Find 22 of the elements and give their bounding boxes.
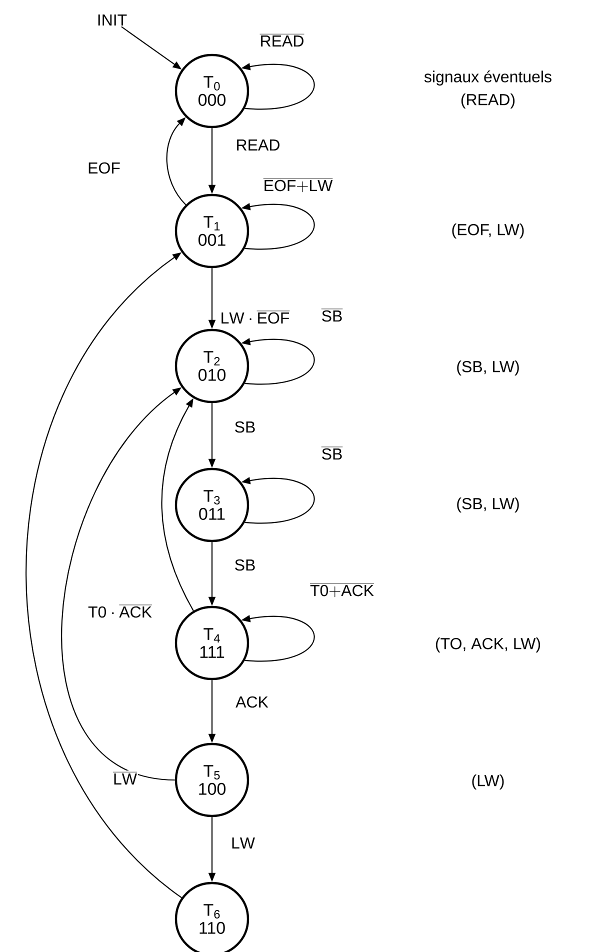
start-label: INIT (98, 14, 127, 26)
signal-list: (LW) (472, 774, 504, 790)
edge-label: $\mathrm{SB}$ (233, 558, 257, 572)
edge-label: $\mathrm{LW}$ (230, 836, 256, 850)
edge-label: $\overline{\mathrm{T0{+}ACK}}$ (309, 582, 375, 598)
signal-list: (EOF, LW) (452, 224, 524, 238)
signal-list: (TO, ACK, LW) (436, 638, 540, 652)
edge-label: $\overline{\mathrm{EOF{+}LW}}$ (262, 176, 334, 194)
signal-list: (READ) (461, 94, 515, 108)
edge-label: $\overline{\mathrm{LW}}$ (112, 770, 138, 786)
edge-label: $\overline{\mathrm{SB}}$ (320, 445, 344, 461)
edge-label: $\mathrm{EOF}$ (86, 161, 122, 175)
edge-label: $\overline{\mathrm{READ}}$ (258, 32, 306, 48)
edge-label: $\mathrm{T0}\cdot\overline{\mathrm{ACK}}$ (86, 603, 154, 619)
signal-list: (SB, LW) (457, 498, 519, 512)
edge-label: $\mathrm{ACK}$ (234, 695, 270, 709)
edge-label: $\overline{\mathrm{SB}}$ (320, 307, 344, 323)
edge-label: $\mathrm{SB}$ (233, 420, 257, 434)
signal-list: (SB, LW) (457, 360, 519, 376)
edge-label: $\mathrm{LW}\cdot\overline{\mathrm{EOF}}$ (219, 309, 291, 325)
column-heading: signaux éventuels (424, 70, 552, 86)
edge-label: $\mathrm{READ}$ (234, 138, 282, 152)
